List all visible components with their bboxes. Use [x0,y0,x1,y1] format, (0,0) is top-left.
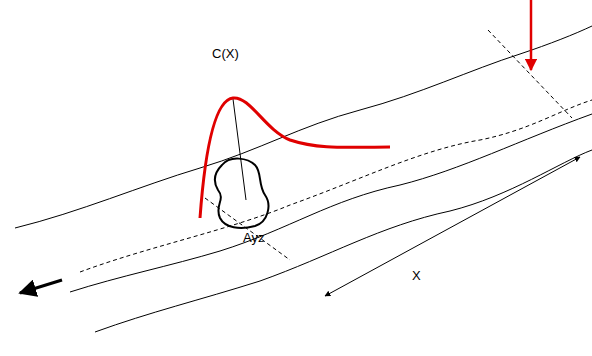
lower-bank [70,114,592,292]
distance-label: X [412,268,421,284]
flow-arrow [20,280,62,293]
peak-leader [233,99,246,200]
concentration-curve [200,98,390,218]
section-label: Ayz [243,230,264,246]
injection-arrow [530,0,533,70]
distance-arrow [325,157,580,296]
outer-bank [95,150,592,332]
curve-label: C(X) [212,46,239,62]
center-line [80,100,592,272]
